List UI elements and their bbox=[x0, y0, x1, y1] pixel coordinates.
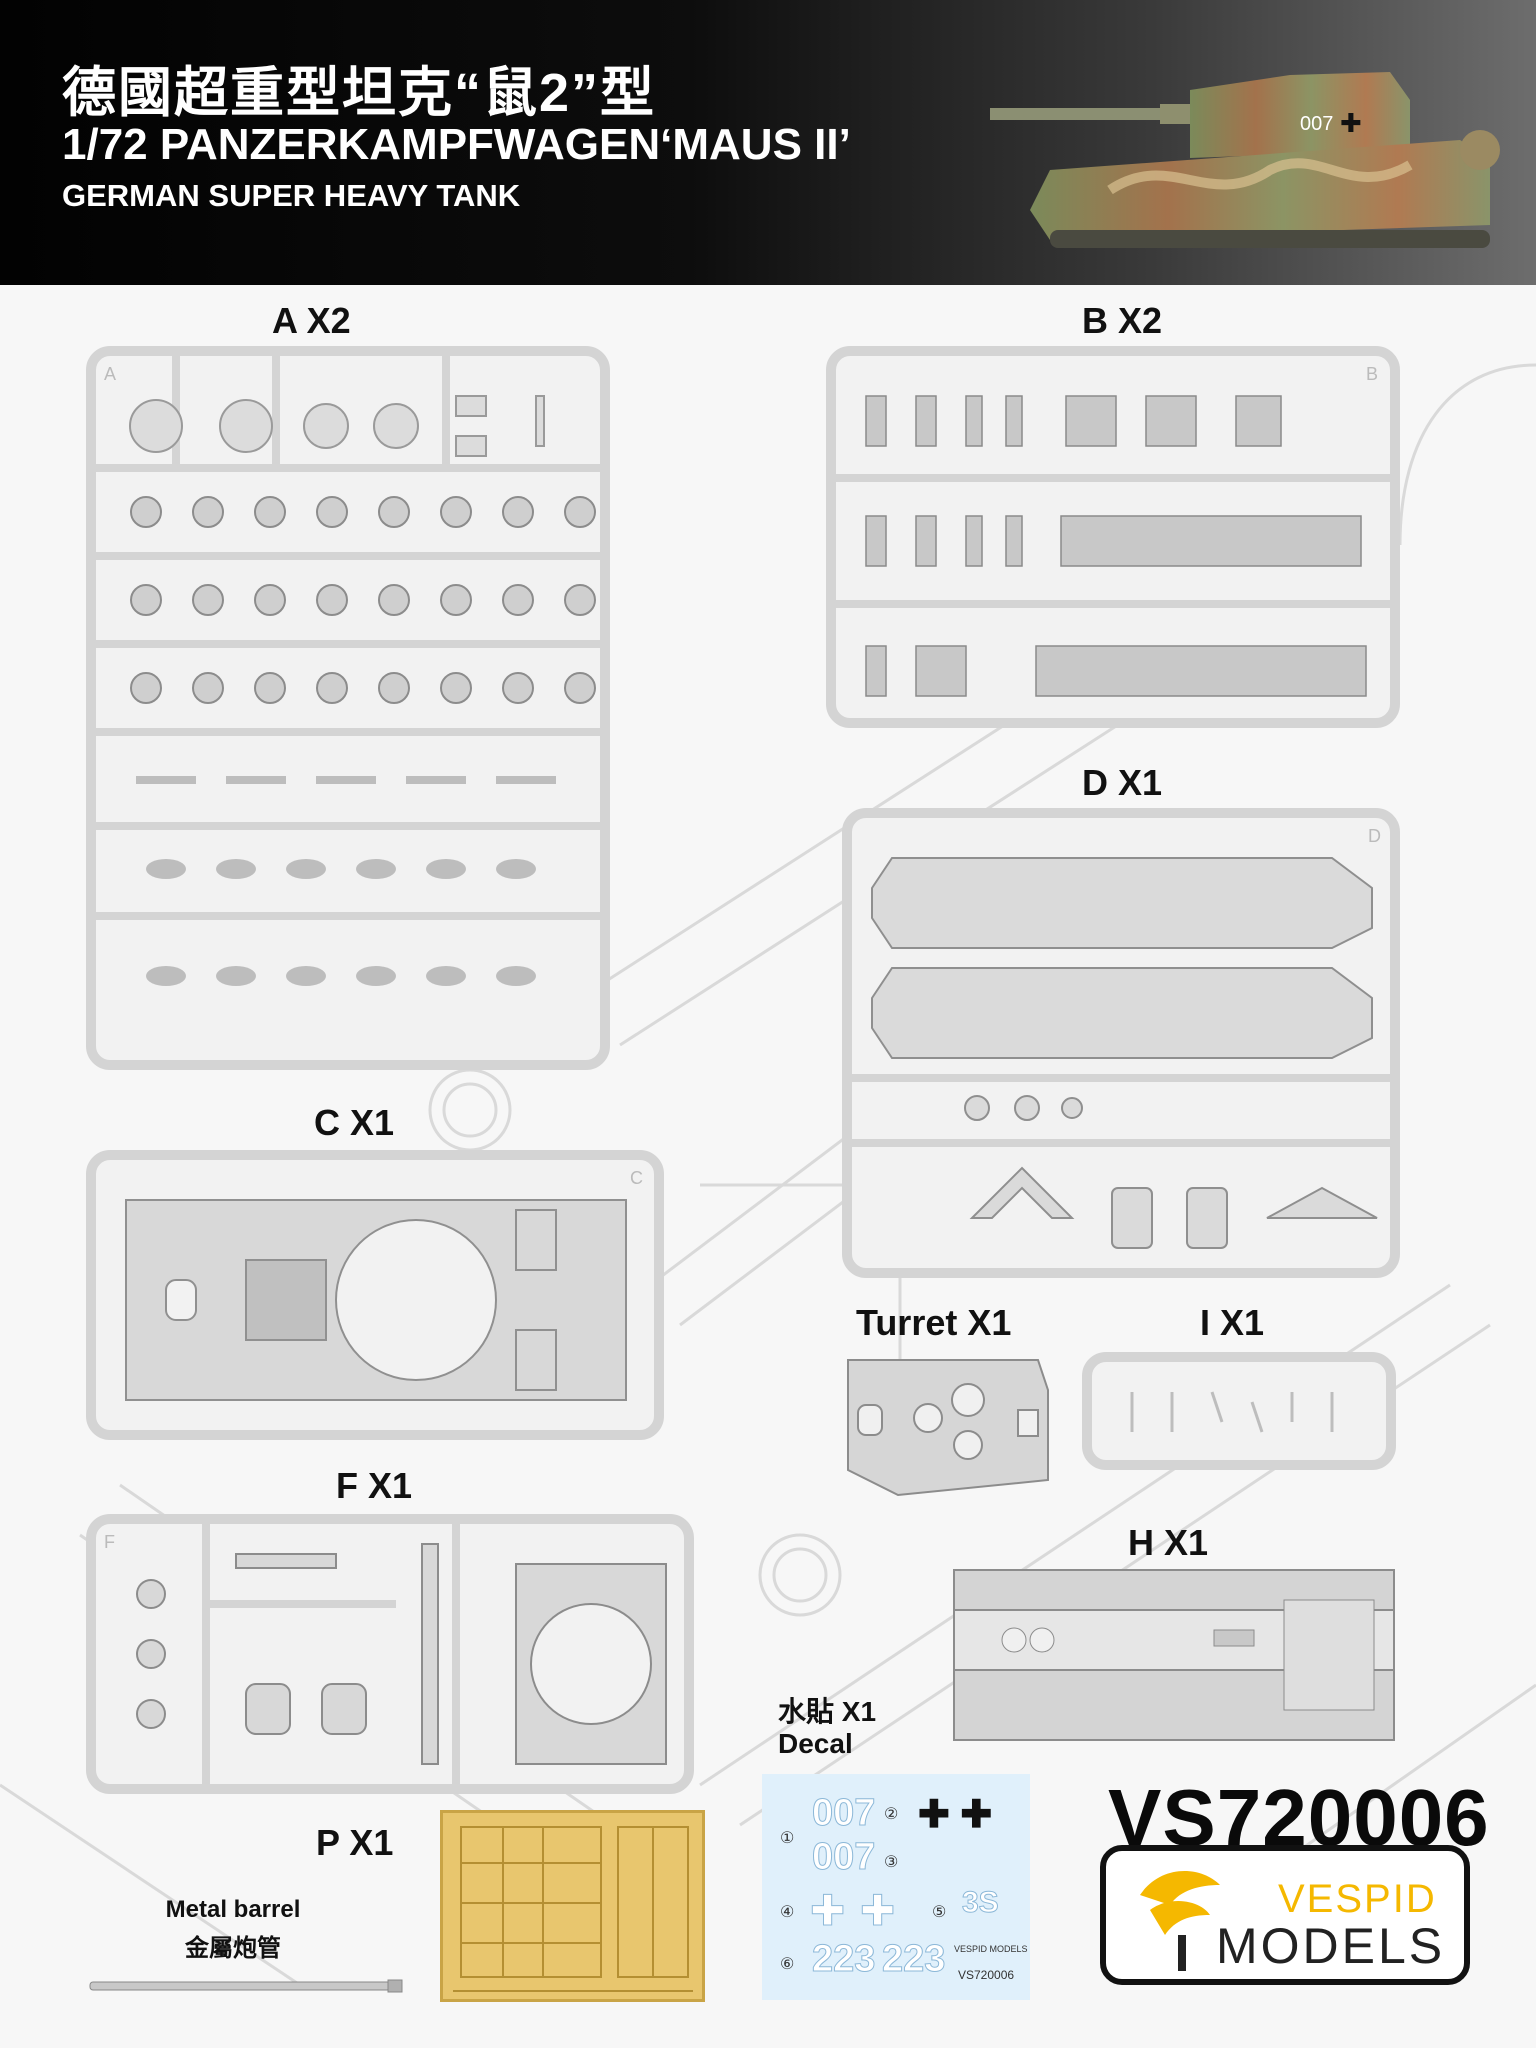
svg-text:C: C bbox=[630, 1168, 643, 1188]
sprue-d-label: D X1 bbox=[1082, 762, 1163, 803]
decal-marking: 223 bbox=[881, 1938, 946, 1981]
balkenkreuz-icon: ✚ bbox=[859, 1887, 896, 1935]
metal-barrel-label-en: Metal barrel bbox=[165, 1896, 301, 1923]
photo-etch-parts bbox=[453, 1826, 693, 1992]
decal-marking: 223 bbox=[811, 1938, 876, 1981]
sprue-c-parts: C bbox=[125, 1168, 643, 1401]
svg-text:✚: ✚ bbox=[1340, 108, 1362, 138]
svg-text:D: D bbox=[1368, 826, 1381, 846]
sprue-c: C bbox=[86, 1150, 664, 1440]
decal-number: ① bbox=[780, 1830, 795, 1847]
brand-line-2: MODELS bbox=[1216, 1918, 1446, 1974]
metal-barrel-label-cn: 金屬炮管 bbox=[185, 1935, 281, 1962]
brand-logo: VESPID MODELS bbox=[1100, 1845, 1470, 1985]
title-chinese: 德國超重型坦克“鼠2”型 bbox=[62, 63, 657, 123]
turret-part bbox=[847, 1359, 1049, 1497]
sprue-f-parts: F bbox=[104, 1524, 667, 1784]
sprue-a-label: A X2 bbox=[272, 300, 351, 341]
sprue-b-label: B X2 bbox=[1082, 300, 1163, 341]
sprue-b: B bbox=[826, 346, 1400, 728]
sprue-i-label: I X1 bbox=[1200, 1302, 1265, 1343]
title-english: 1/72 PANZERKAMPFWAGEN‘MAUS II’ bbox=[62, 120, 851, 169]
sprue-b-parts: B bbox=[836, 364, 1390, 697]
tank-marking-text: 007 bbox=[1300, 113, 1333, 135]
sprue-a: A bbox=[86, 346, 610, 1070]
decal-number: ⑥ bbox=[780, 1956, 795, 1973]
sprue-i bbox=[1082, 1352, 1396, 1470]
svg-text:A: A bbox=[104, 364, 116, 384]
metal-barrel bbox=[89, 1979, 403, 1993]
decal-number: ⑤ bbox=[932, 1904, 947, 1921]
subtitle: GERMAN SUPER HEAVY TANK bbox=[62, 178, 521, 213]
decal-sheet-code: VS720006 bbox=[958, 1968, 1015, 1982]
balkenkreuz-icon: ✚ bbox=[809, 1887, 846, 1935]
sprue-d-parts: D bbox=[852, 826, 1390, 1249]
sprue-p-label: P X1 bbox=[316, 1822, 394, 1863]
decal-sheet-brand: VESPID MODELS bbox=[954, 1944, 1028, 1954]
turret-label: Turret X1 bbox=[856, 1302, 1012, 1343]
decal-number: ② bbox=[884, 1806, 899, 1823]
svg-text:F: F bbox=[104, 1532, 115, 1552]
photo-etch-fret bbox=[440, 1810, 705, 2002]
sprue-d: D bbox=[842, 808, 1400, 1278]
brand-line-1: VESPID bbox=[1278, 1877, 1437, 1921]
decal-number: ④ bbox=[780, 1904, 795, 1921]
sprue-h-part bbox=[953, 1569, 1395, 1741]
decal-marking: 3S bbox=[962, 1886, 1000, 1920]
svg-text:B: B bbox=[1366, 364, 1378, 384]
wasp-logo-icon bbox=[1140, 1871, 1220, 1971]
sprue-h-label: H X1 bbox=[1128, 1522, 1209, 1563]
decal-marking: 007 bbox=[811, 1836, 876, 1879]
sprue-f-label: F X1 bbox=[336, 1465, 413, 1506]
decal-label-cn: 水貼 X1 bbox=[778, 1696, 877, 1727]
sprue-c-label: C X1 bbox=[314, 1102, 395, 1143]
tank-illustration: 007 ✚ bbox=[990, 72, 1500, 248]
sprue-a-parts: A bbox=[96, 356, 600, 986]
decal-number: ③ bbox=[884, 1854, 899, 1871]
decal-marking: ✚ ✚ bbox=[918, 1794, 993, 1836]
decal-label-en: Decal bbox=[778, 1728, 853, 1759]
sprue-i-parts bbox=[1130, 1391, 1334, 1433]
sprue-f: F bbox=[86, 1514, 694, 1794]
header-banner: 德國超重型坦克“鼠2”型 1/72 PANZERKAMPFWAGEN‘MAUS … bbox=[0, 0, 1536, 285]
decal-sheet: ① 007 ② ✚ ✚ 007 ③ ④ ✚ ✚ ⑤ 3S ⑥ 223 223 V… bbox=[762, 1774, 1030, 2000]
decal-marking: 007 bbox=[811, 1792, 876, 1835]
